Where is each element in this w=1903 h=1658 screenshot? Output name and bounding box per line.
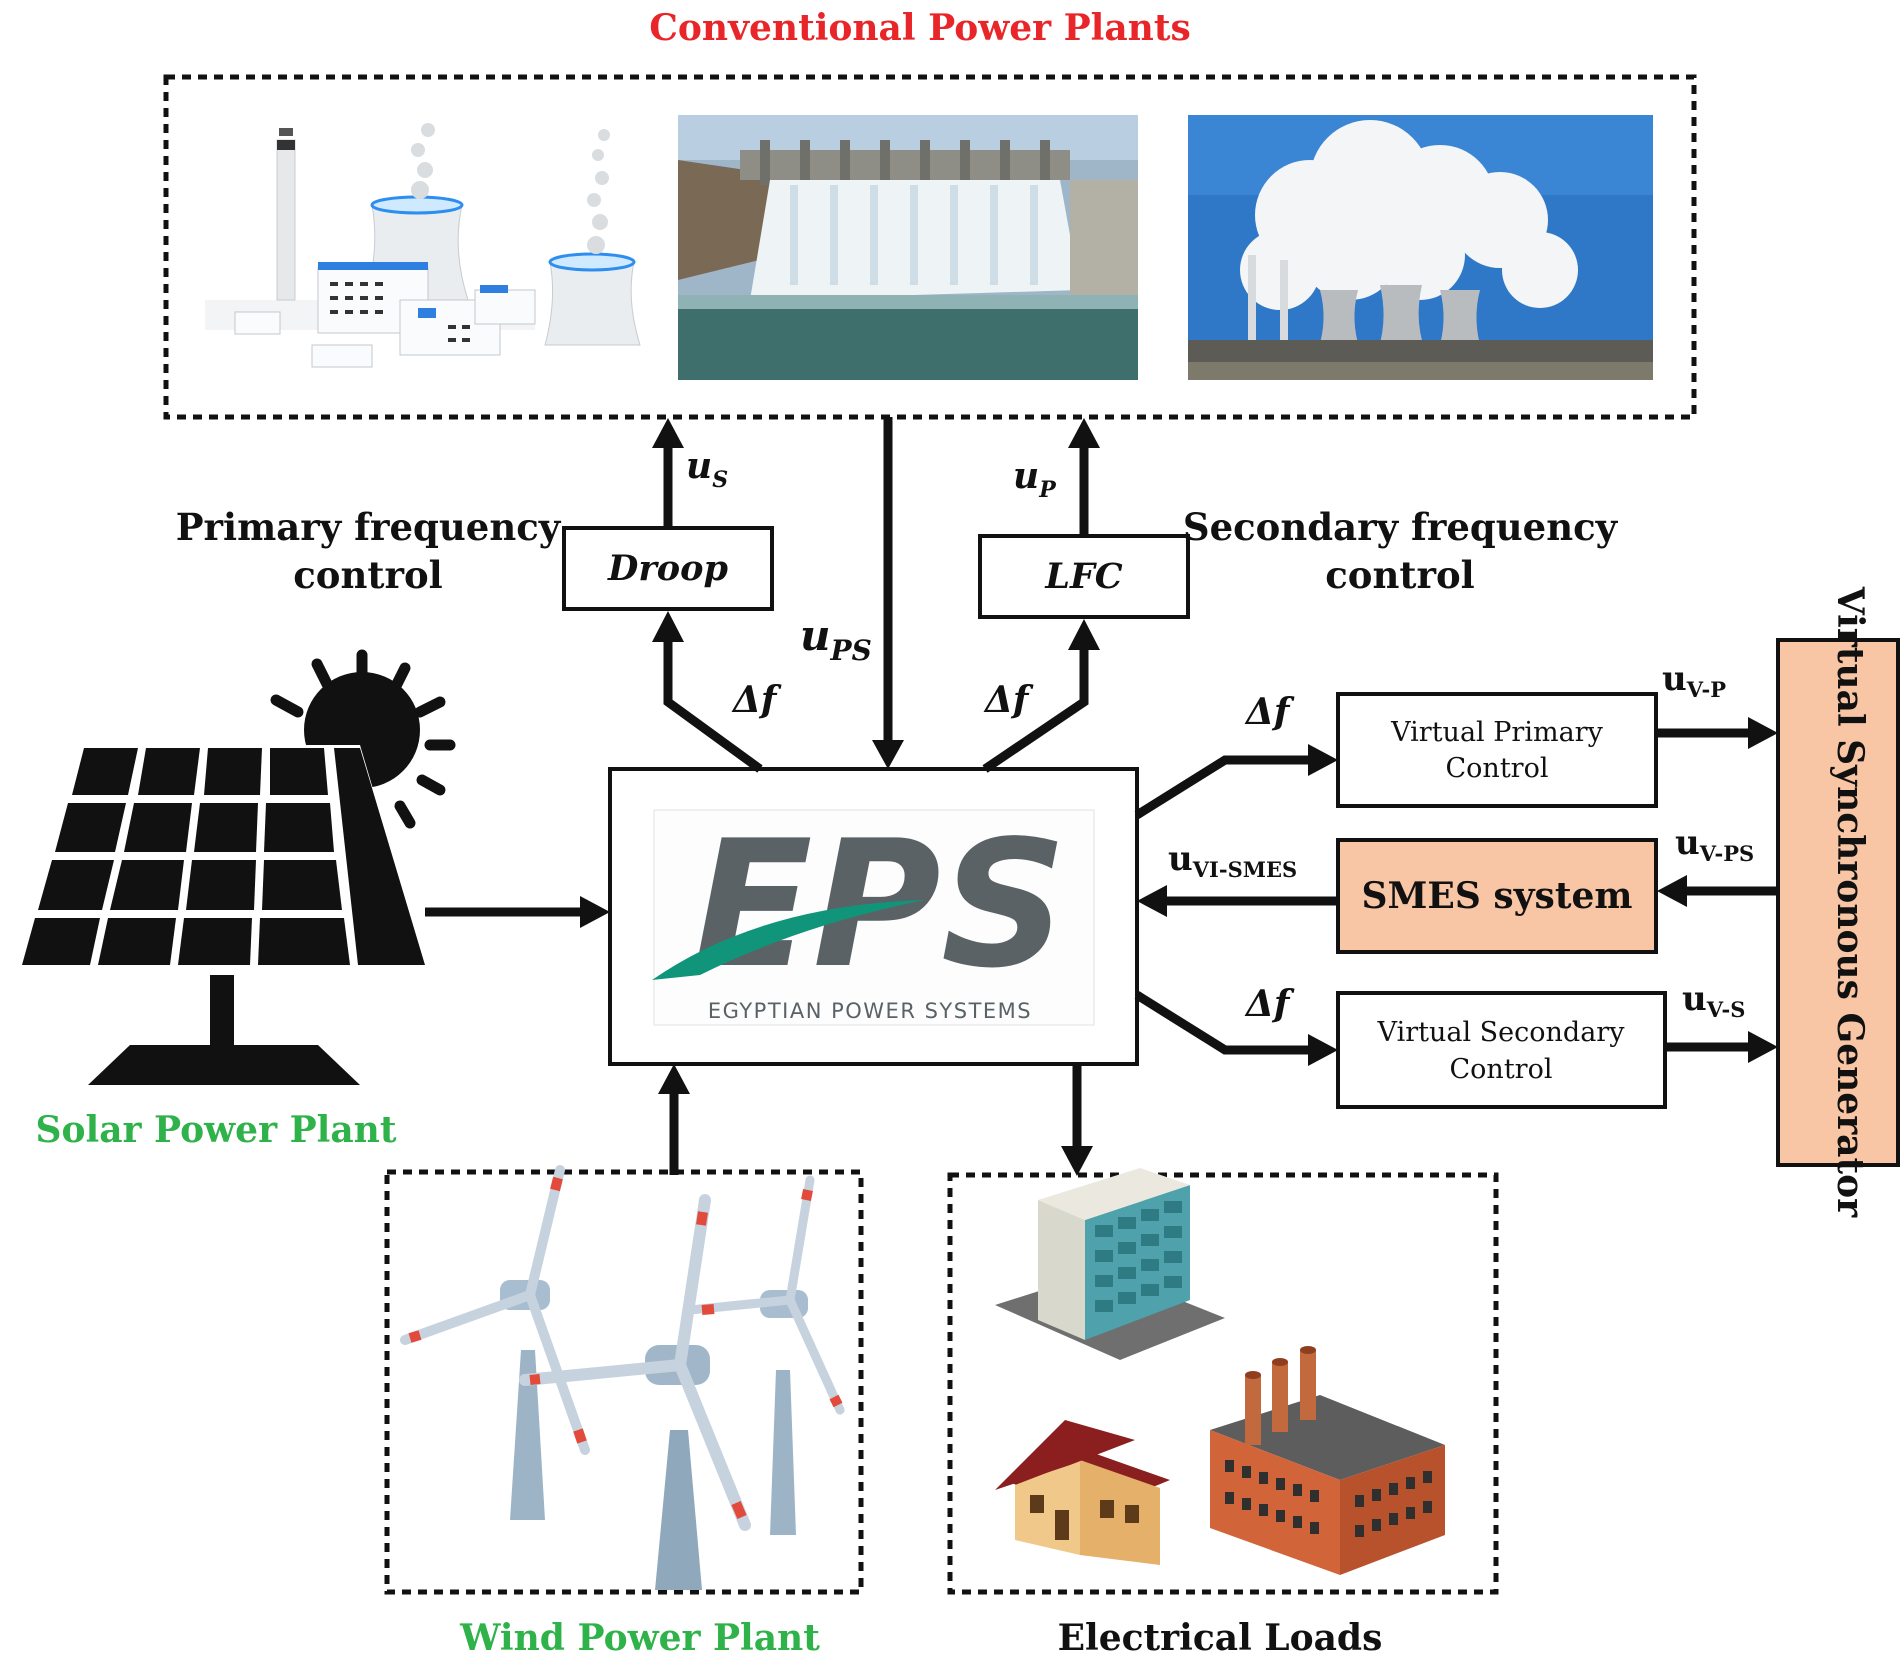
wind-turbines-illustration bbox=[400, 1165, 845, 1590]
signal-uvismes: uVI-SMES bbox=[1168, 839, 1297, 882]
thermal-plant-photo bbox=[1188, 115, 1653, 380]
secondary-control-label-line1: Secondary frequency bbox=[1183, 505, 1619, 549]
signal-uvp: uV-P bbox=[1662, 659, 1726, 702]
uvismes-arrowhead bbox=[1137, 885, 1167, 917]
lfc-label: LFC bbox=[1044, 556, 1122, 597]
virtual-primary-control-line2: Control bbox=[1446, 753, 1549, 784]
solar-arrowhead bbox=[580, 896, 610, 928]
wind-arrowhead bbox=[658, 1064, 690, 1094]
eps-logo-swoosh bbox=[652, 900, 925, 980]
signal-up: uP bbox=[1013, 455, 1057, 503]
droop-block bbox=[562, 526, 774, 611]
loads-title: Electrical Loads bbox=[1058, 1617, 1383, 1658]
nuclear-plant-illustration bbox=[205, 123, 641, 368]
signal-df-vsc: Δf bbox=[1244, 983, 1295, 1025]
uvp-arrowhead bbox=[1748, 717, 1778, 749]
conventional-plants-frame bbox=[163, 74, 1697, 420]
df-vpc-line bbox=[1134, 755, 1310, 819]
virtual-secondary-control-line2: Control bbox=[1450, 1054, 1553, 1085]
signal-df-vpc: Δf bbox=[1244, 691, 1295, 733]
wind-title: Wind Power Plant bbox=[459, 1617, 820, 1658]
signal-df-droop: Δf bbox=[731, 679, 782, 721]
df-lfc-line bbox=[982, 648, 1089, 773]
signal-us: uS bbox=[686, 445, 728, 493]
virtual-secondary-control-block bbox=[1336, 991, 1667, 1109]
ups-arrowhead bbox=[872, 740, 904, 769]
signal-uvs: uV-S bbox=[1682, 979, 1745, 1022]
primary-control-label-line1: Primary frequency bbox=[176, 505, 562, 549]
conventional-title: Conventional Power Plants bbox=[649, 7, 1191, 49]
virtual-synchronous-generator-block bbox=[1776, 638, 1900, 1167]
signal-ups: uPS bbox=[800, 611, 872, 667]
df-vsc-arrowhead bbox=[1308, 1034, 1338, 1066]
virtual-secondary-control-line1: Virtual Secondary bbox=[1377, 1017, 1626, 1048]
df-vsc-line bbox=[1134, 991, 1310, 1055]
smes-label: SMES system bbox=[1362, 875, 1633, 917]
virtual-primary-control-block bbox=[1336, 692, 1658, 808]
signal-uvps: uV-PS bbox=[1675, 823, 1754, 866]
droop-label: Droop bbox=[607, 548, 728, 589]
solar-title: Solar Power Plant bbox=[36, 1109, 397, 1151]
secondary-control-label-line2: control bbox=[1325, 553, 1474, 597]
eps-logo: EPS EGYPTIAN POWER SYSTEMS bbox=[652, 804, 1095, 1026]
us-arrowhead bbox=[652, 418, 684, 448]
loads-illustration bbox=[995, 1168, 1445, 1575]
uvps-arrowhead bbox=[1657, 875, 1687, 907]
smes-block bbox=[1336, 838, 1658, 954]
signal-df-lfc: Δf bbox=[983, 679, 1034, 721]
df-droop-arrowhead bbox=[652, 611, 684, 642]
connections bbox=[425, 417, 1778, 1176]
eps-logo-caption: EGYPTIAN POWER SYSTEMS bbox=[708, 999, 1032, 1023]
up-arrowhead bbox=[1068, 418, 1100, 448]
uvs-arrowhead bbox=[1748, 1031, 1778, 1063]
df-droop-line bbox=[663, 640, 763, 773]
virtual-primary-control-line1: Virtual Primary bbox=[1390, 717, 1603, 748]
df-lfc-arrowhead bbox=[1068, 619, 1100, 650]
loads-arrowhead bbox=[1061, 1146, 1093, 1176]
solar-panel-icon bbox=[22, 649, 456, 1085]
lfc-block bbox=[978, 534, 1190, 619]
df-vpc-arrowhead bbox=[1308, 744, 1338, 776]
loads-frame bbox=[947, 1172, 1499, 1595]
virtual-synchronous-generator-label: Virtual Synchronous Generator bbox=[1829, 586, 1871, 1218]
primary-control-label-line2: control bbox=[293, 553, 442, 597]
hydro-dam-photo bbox=[678, 115, 1138, 380]
